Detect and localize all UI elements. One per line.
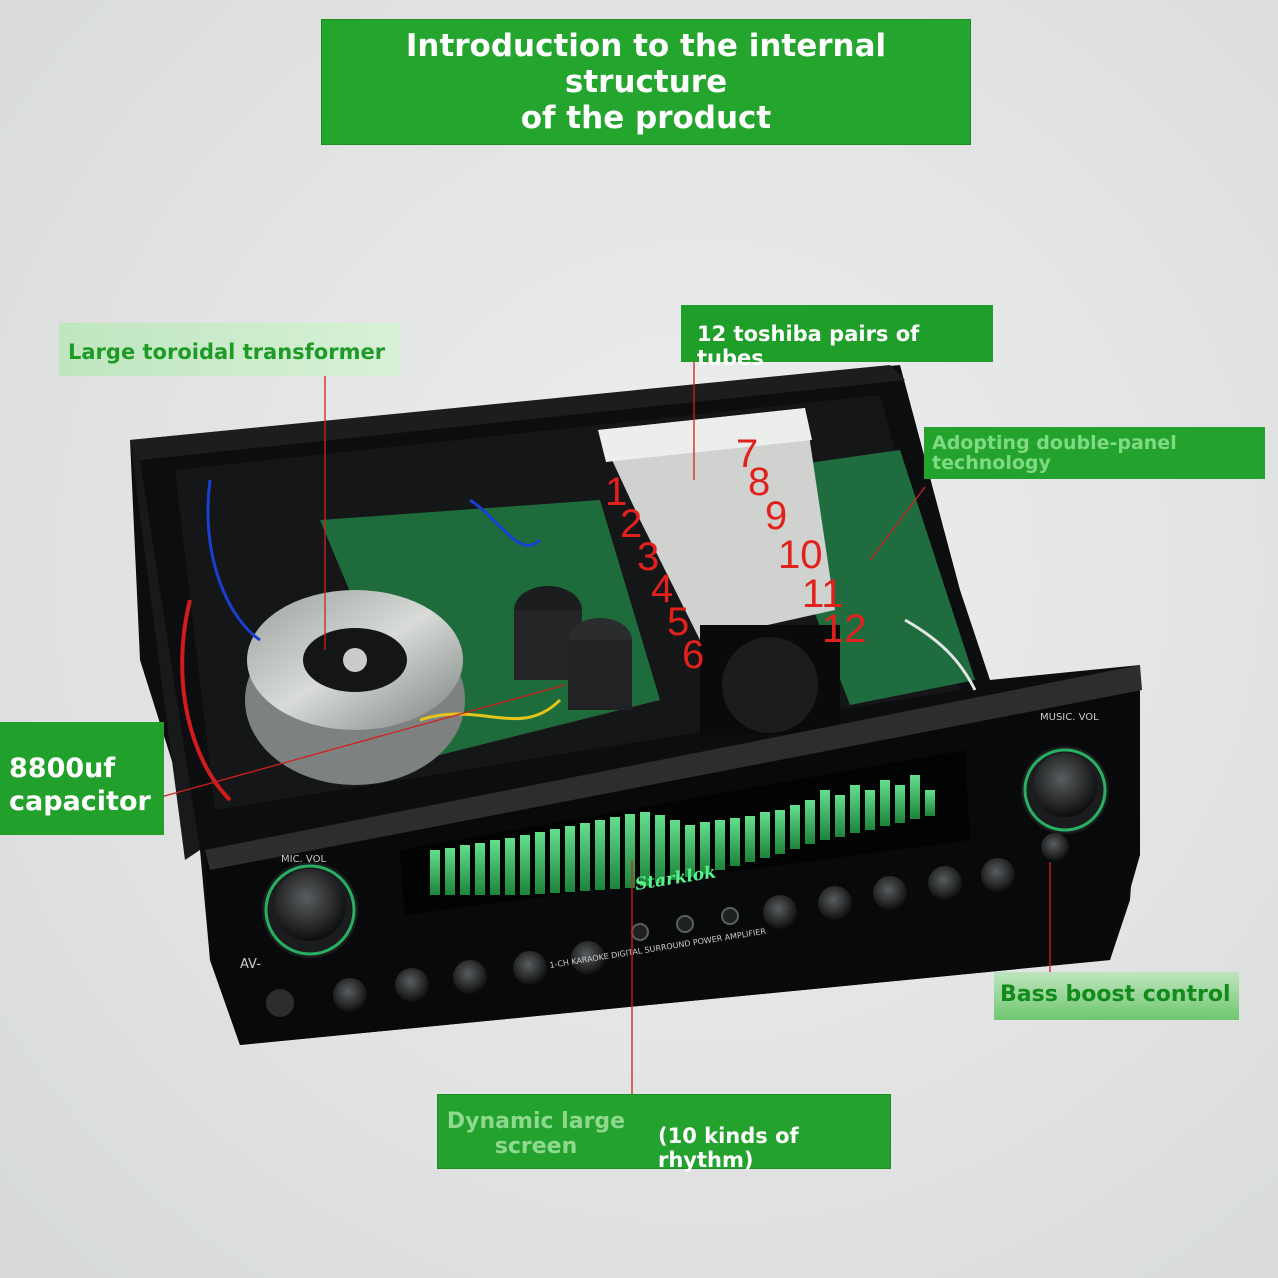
callout-capacitor: 8800uf capacitor: [0, 722, 164, 835]
tube-number-5: 5: [667, 600, 690, 644]
tube-number-7: 7: [736, 432, 759, 476]
page-title: Introduction to the internal structure o…: [321, 19, 971, 145]
model-label: AV-: [240, 957, 261, 972]
tube-number-9: 9: [765, 494, 788, 538]
tube-number-1: 1: [605, 470, 628, 514]
knob-label-music-vol: MUSIC. VOL: [1040, 712, 1099, 723]
tube-number-6: 6: [682, 633, 705, 677]
tube-number-11: 11: [802, 572, 844, 616]
tube-number-8: 8: [748, 460, 771, 504]
chassis: MIC. VOL MUSIC. VOL AV- 1-CH KARAOKE DIG…: [130, 365, 1142, 1045]
tube-number-2: 2: [620, 502, 643, 546]
callout-double-panel: Adopting double-panel technology: [924, 427, 1265, 479]
callout-rhythm-text: (10 kinds of rhythm): [658, 1124, 799, 1172]
callout-bass-boost: Bass boost control: [994, 972, 1239, 1020]
tube-number-4: 4: [651, 567, 674, 611]
callout-tubes: 12 toshiba pairs of tubes: [681, 305, 993, 370]
callout-transformer: Large toroidal transformer: [59, 323, 401, 376]
knob-label-mic-vol: MIC. VOL: [281, 854, 326, 865]
tube-number-10: 10: [778, 533, 823, 577]
tube-number-3: 3: [637, 535, 660, 579]
tube-number-12: 12: [822, 607, 867, 651]
callout-dynamic-screen: Dynamic large screen (10 kinds of rhythm…: [437, 1094, 891, 1172]
page-title-text: Introduction to the internal structure o…: [405, 28, 887, 136]
callout-screen-text: Dynamic large screen: [446, 1109, 626, 1159]
